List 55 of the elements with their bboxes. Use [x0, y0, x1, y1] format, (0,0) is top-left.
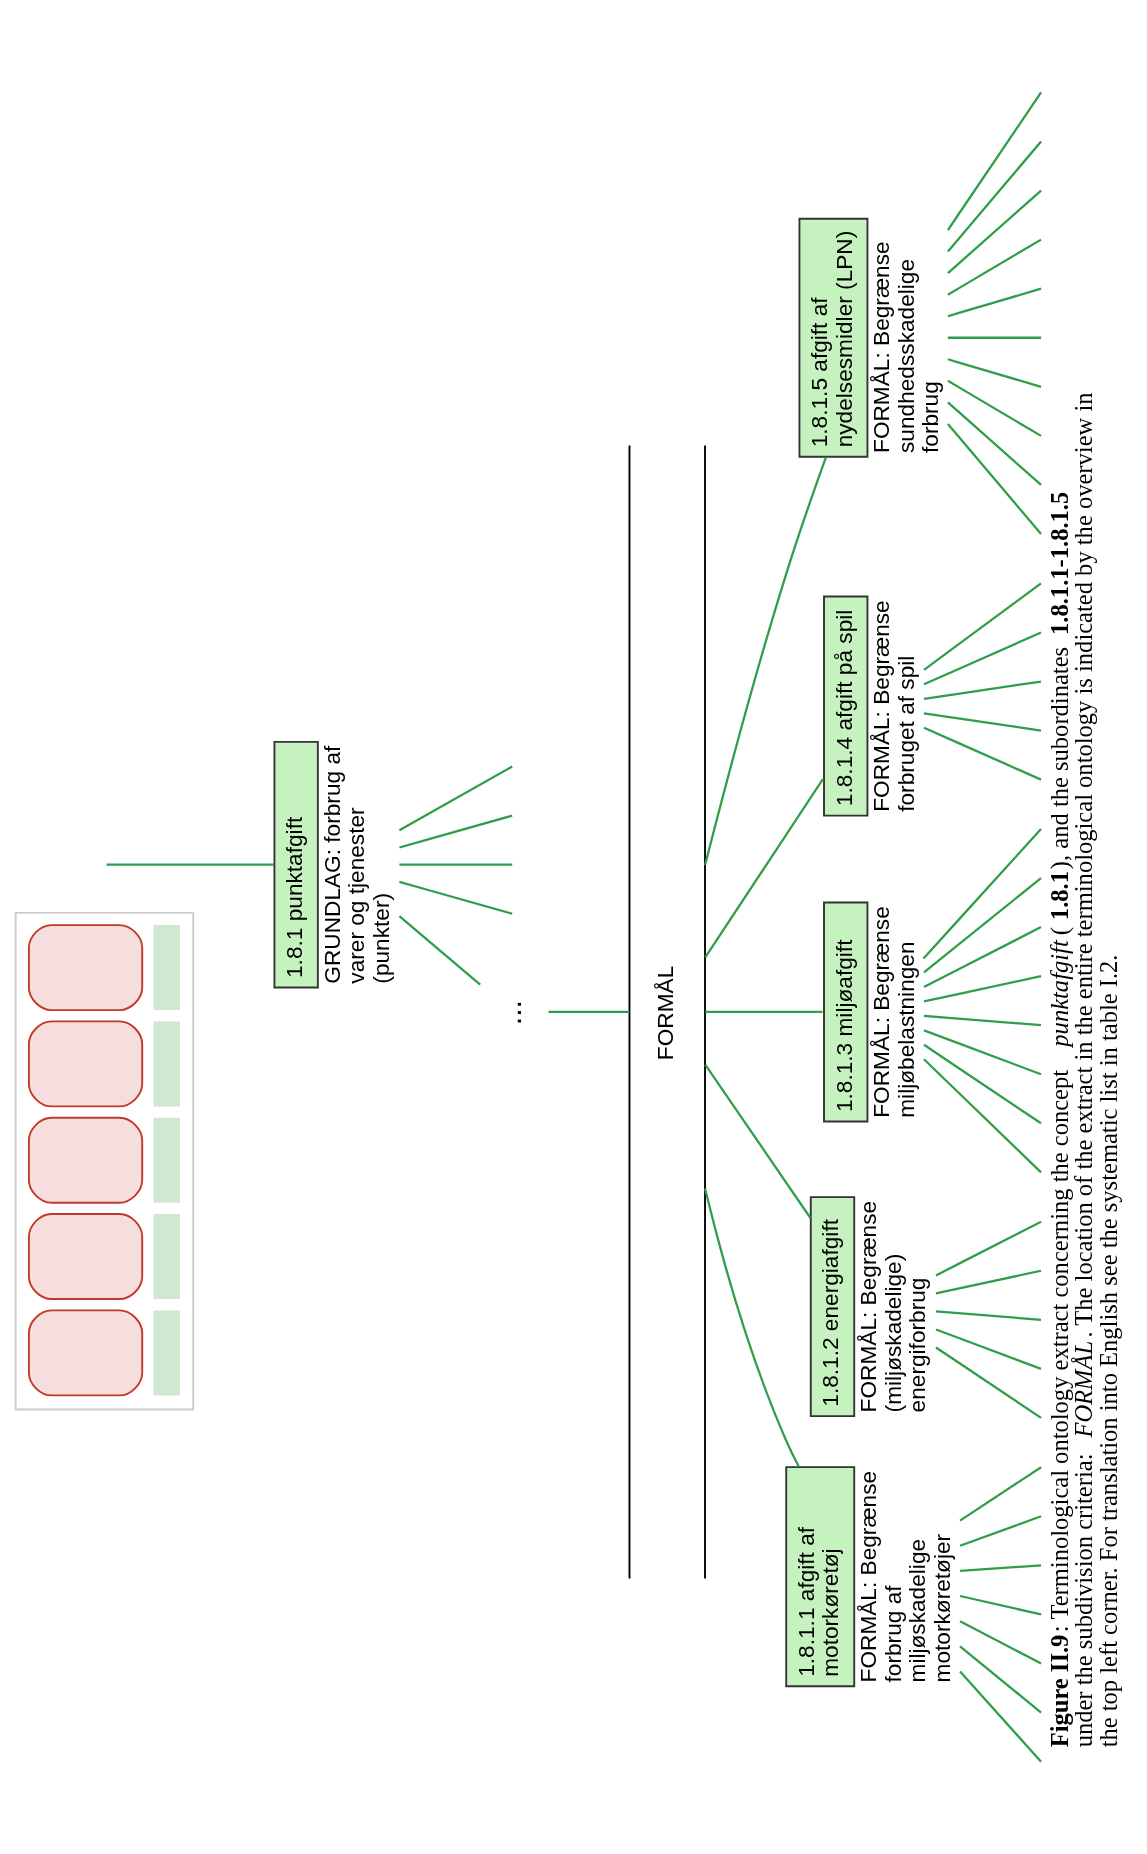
connector: [935, 1346, 1042, 1419]
connector: [959, 1670, 1042, 1763]
connector: [923, 877, 1042, 974]
connector: [923, 631, 1042, 686]
node-label: FORMÅL: Begrænse sundhedsskadelige forbrug: [868, 241, 944, 453]
connector: [959, 1594, 1042, 1616]
connector: [947, 140, 1042, 253]
connector: [704, 778, 824, 958]
connector: [399, 863, 513, 866]
connector: [399, 814, 513, 849]
connector: [947, 379, 1042, 437]
connector: [923, 582, 1042, 671]
connector: [946, 91, 1042, 231]
connector: [106, 863, 275, 866]
connector: [959, 1620, 1042, 1665]
connector: [947, 358, 1042, 388]
connector: [923, 975, 1042, 1003]
node-label: FORMÅL: Begrænse forbrug af miljøskadelige motorkøretøjer: [855, 1470, 955, 1683]
connector: [935, 1269, 1042, 1295]
connector: [947, 401, 1042, 486]
node-label: FORMÅL: Begrænse forbruget af spil: [868, 600, 919, 812]
node-label: FORMÅL: Begrænse (miljøskadelige) energiforbrug: [855, 1200, 931, 1413]
connector: [935, 1220, 1042, 1277]
connector: [959, 1515, 1042, 1547]
connector: [704, 1064, 812, 1219]
connector: [947, 336, 1042, 339]
connector: [959, 1645, 1042, 1714]
connector: [923, 1029, 1042, 1076]
node-text: ...: [494, 1000, 528, 1026]
connector: [923, 1043, 1042, 1125]
node-label: GRUNDLAG: forbrug af varer og tjenester (punkter): [318, 745, 394, 984]
connector: [923, 726, 1042, 781]
connector: [398, 765, 513, 832]
connector: [399, 880, 513, 915]
node-label: FORMÅL: Begrænse miljøbelastningen: [868, 906, 919, 1118]
connector: [704, 456, 828, 866]
connector: [935, 1328, 1042, 1370]
connector: [703, 1188, 800, 1468]
connector: [947, 287, 1042, 318]
connector: [922, 828, 1042, 960]
connector: [705, 1010, 823, 1014]
connector: [947, 423, 1042, 535]
connector: [959, 1466, 1042, 1522]
connector: [935, 1310, 1042, 1321]
connector: [947, 189, 1042, 274]
connector: [923, 1014, 1042, 1027]
connector: [947, 238, 1042, 296]
connector: [923, 680, 1042, 700]
connector: [398, 915, 481, 986]
node-text: FORMÅL: [652, 965, 679, 1061]
connector: [923, 926, 1042, 988]
connector: [959, 1564, 1042, 1572]
connector: [923, 1058, 1042, 1174]
connector: [548, 1010, 630, 1014]
connector: [923, 712, 1042, 732]
